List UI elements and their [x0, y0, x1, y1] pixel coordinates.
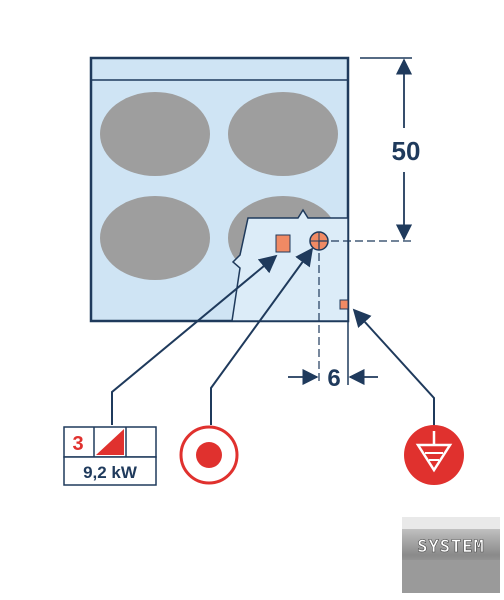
terminal-block-marker [275, 234, 291, 253]
connection-dot-icon [196, 442, 222, 468]
cooktop-top-view [89, 56, 350, 323]
hob-top-left [100, 92, 210, 176]
hob-top-right [228, 92, 338, 176]
offset-dimension: 6 [288, 241, 378, 392]
electrical-spec-box: 3 9,2 kW [63, 426, 157, 486]
logo-text: SYSTEM [417, 537, 484, 557]
ground-triangle-icon [415, 443, 453, 473]
brand-logo: SYSTEM [402, 517, 500, 593]
power-connection-symbol [179, 425, 239, 485]
offset-dimension-label: 6 [327, 365, 340, 392]
equipotential-ground-symbol [404, 425, 464, 485]
phase-count: 3 [72, 433, 83, 455]
hob-bottom-left [100, 196, 210, 280]
cutaway-panel [231, 208, 349, 322]
power-rating: 9,2 kW [83, 463, 138, 482]
leader-lines [111, 247, 435, 425]
height-dimension-label: 50 [392, 136, 421, 166]
height-dimension: 50 [319, 57, 421, 242]
ground-terminal-marker [339, 299, 349, 310]
phase-indicator-icon [96, 429, 124, 455]
